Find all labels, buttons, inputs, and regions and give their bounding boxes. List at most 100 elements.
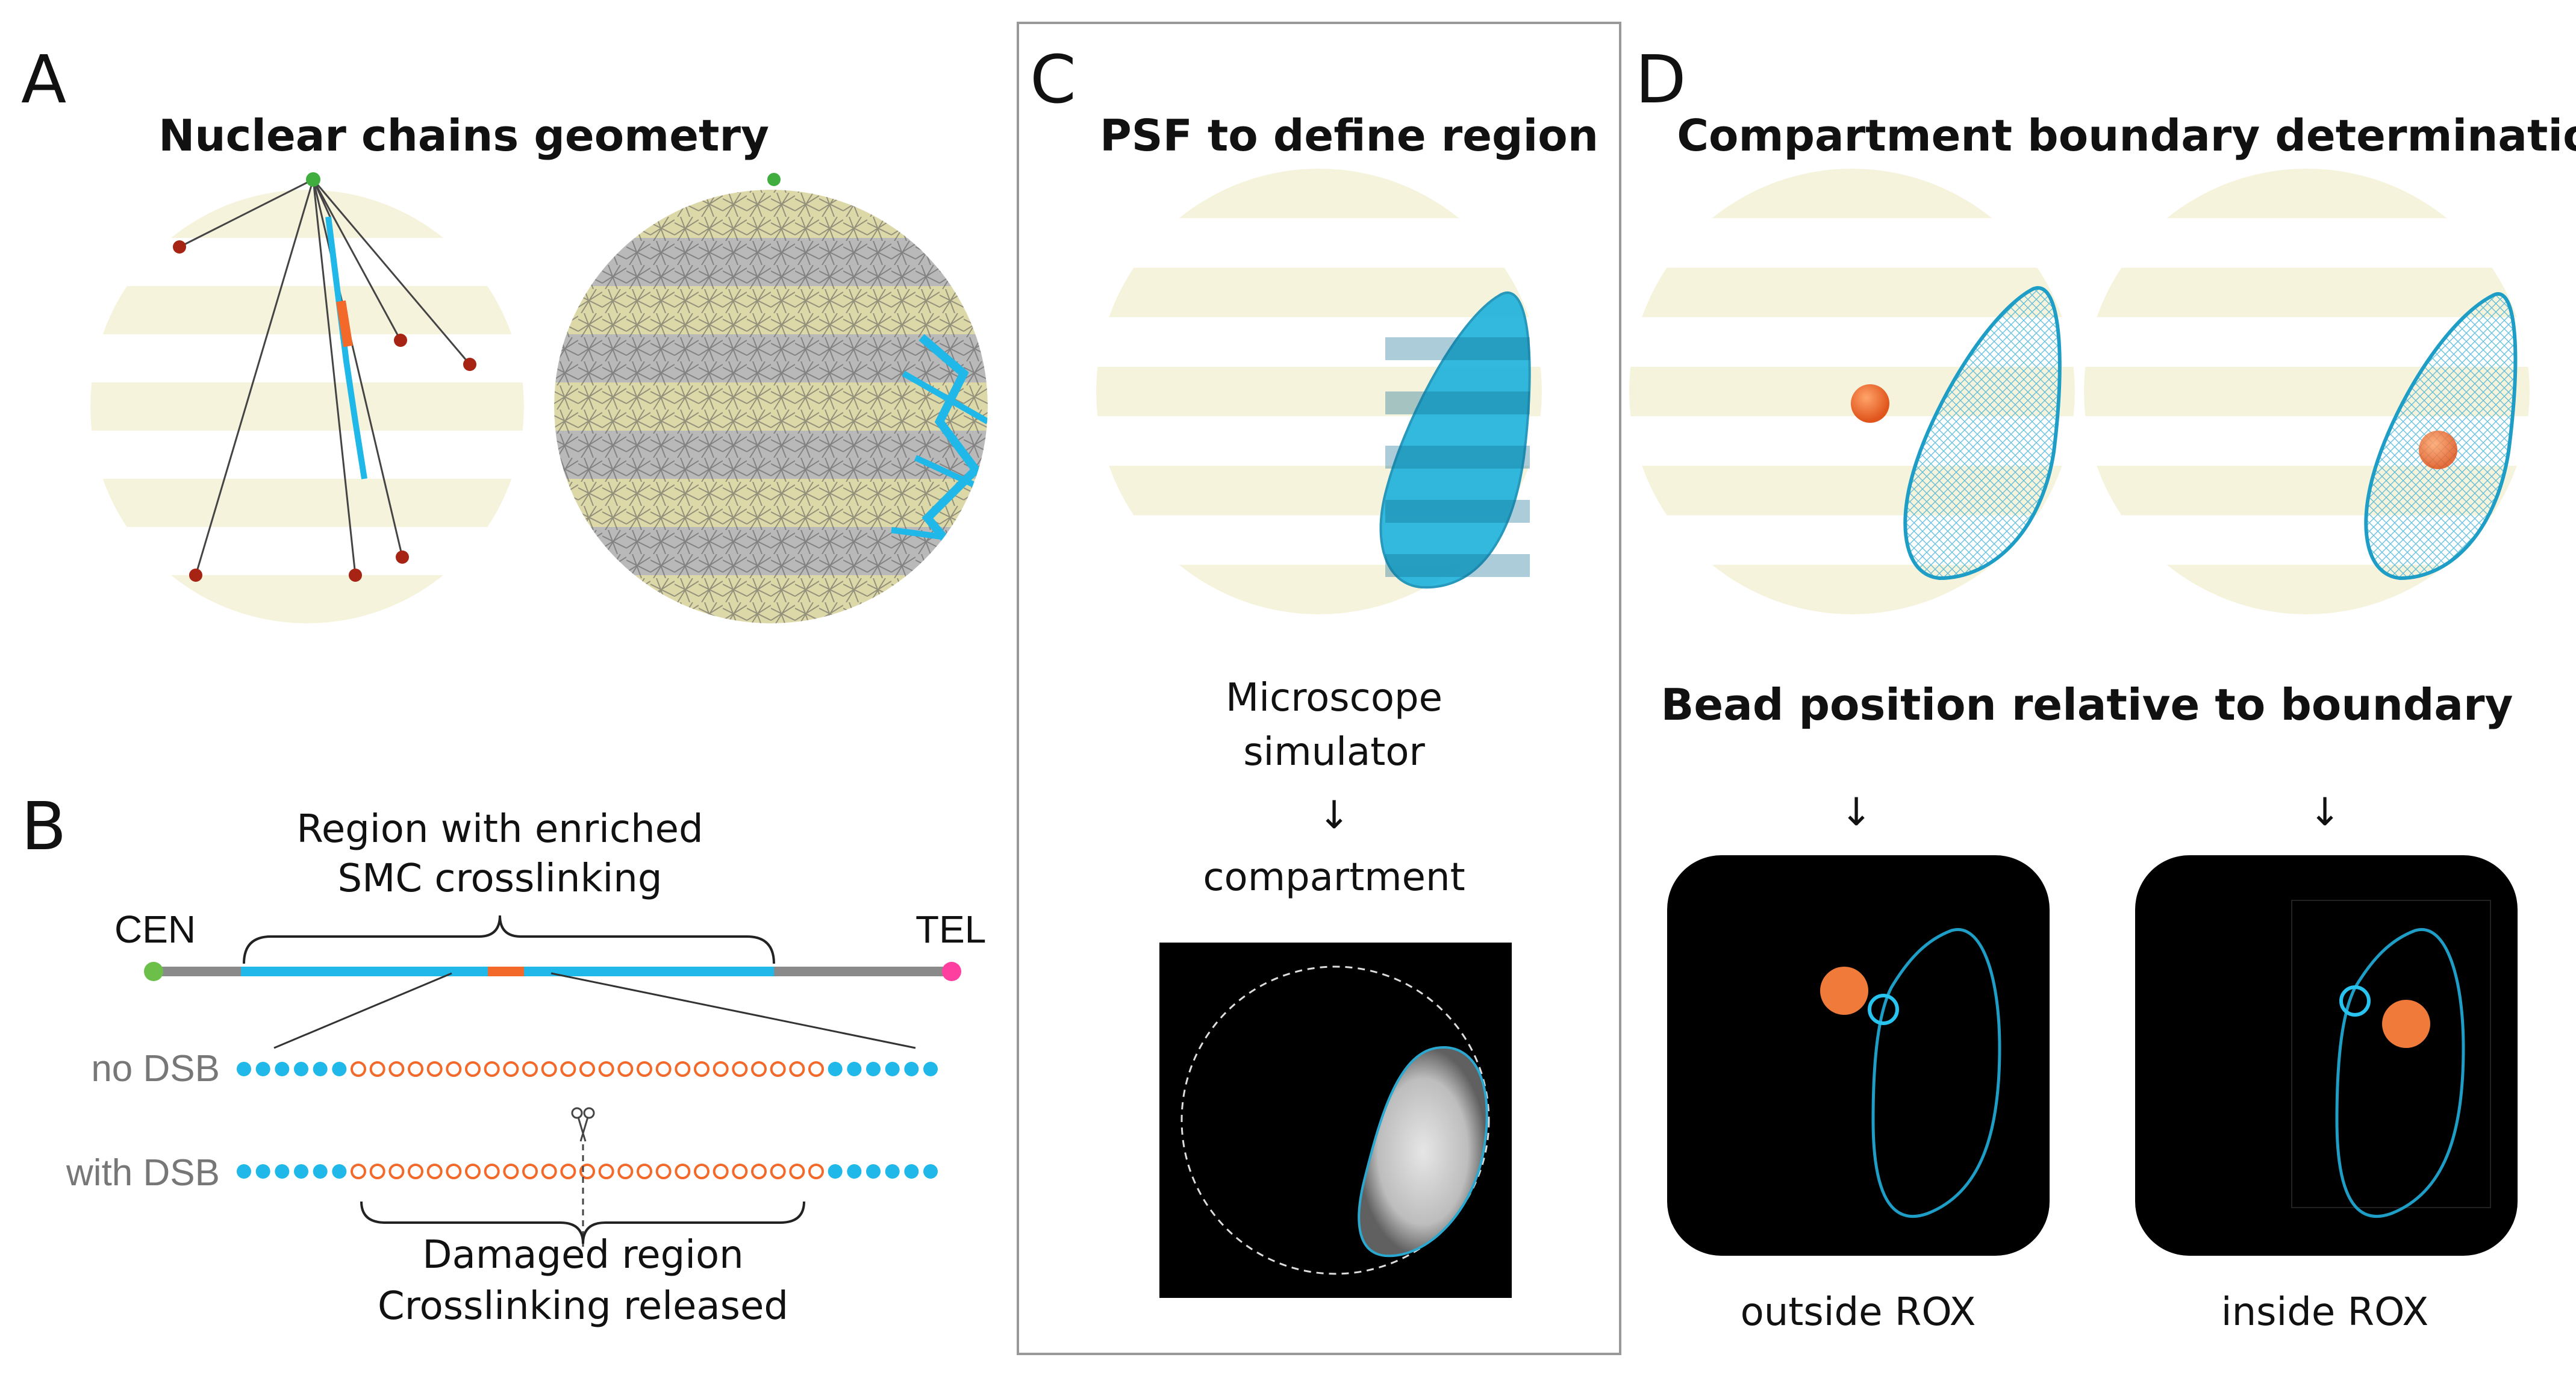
arrow-down-c: ↓ [1318,793,1350,838]
bead-damaged [579,1061,595,1077]
bead-smc [828,1062,843,1076]
panel-a-label: A [21,41,66,118]
bead-smc [904,1164,919,1179]
bead-smc [885,1062,900,1076]
microscope-label-line2: simulator [1243,730,1425,775]
sphere-band [2084,218,2530,268]
bead-damaged [560,1061,576,1077]
bead-damaged [713,1061,729,1077]
bead-damaged [637,1164,652,1179]
bead-damaged [446,1164,462,1179]
bead-damaged [503,1061,519,1077]
bead-smc [332,1164,347,1179]
bead-damaged [789,1061,805,1077]
bead-damaged [560,1164,576,1179]
boundary-marker-inside [2339,985,2371,1017]
bead-smc [294,1164,308,1179]
bead-smc [847,1062,862,1076]
bead-smc [923,1062,938,1076]
bead-smc [313,1164,328,1179]
dsb-segment [336,300,353,348]
bead-damaged [351,1164,366,1179]
psf-band [1385,337,1530,360]
centromere-bead [306,172,320,187]
bead-row-with-dsb [237,1164,938,1179]
bead-smc [847,1164,862,1179]
bead-damaged [465,1061,481,1077]
bead-smc [923,1164,938,1179]
bead-damaged [408,1061,423,1077]
scissors-icon [571,1107,595,1142]
sphere-band [90,431,524,479]
bead-smc [313,1062,328,1076]
panel-c: C PSF to define region Microscope simula… [1017,22,1621,1355]
nucleus-sphere-tangled [554,190,988,623]
psf-band [1385,500,1530,523]
bead-damaged [694,1164,709,1179]
bead-damaged [751,1164,767,1179]
panel-d-label: D [1635,41,1686,118]
bead-smc [866,1062,881,1076]
bead-damaged [503,1164,519,1179]
centromere-bead-2 [767,173,781,186]
bead-damaged [732,1061,748,1077]
psf-band [1385,391,1530,414]
bead-damaged [446,1061,462,1077]
zoom-line-left [273,972,452,1049]
bead-smc [885,1164,900,1179]
sphere-band [90,334,524,382]
zoom-line-right [550,972,916,1049]
psf-band [1385,446,1530,469]
bead-outside [1820,967,1868,1015]
inside-rox-label: inside ROX [2221,1290,2428,1335]
panel-a-title: Nuclear chains geometry [158,110,769,161]
psf-shape-shading [1385,337,1530,577]
bead-damaged [465,1164,481,1179]
panel-d-title: Compartment boundary determination [1677,110,2576,161]
bead-damaged [522,1061,538,1077]
microscope-label-line1: Microscope [1226,676,1442,720]
bead-damaged [713,1164,729,1179]
bead-smc [237,1164,251,1179]
panel-b: B Region with enriched SMC crosslinking … [21,788,986,1329]
bead-damaged [426,1061,443,1077]
bead-damaged [598,1164,614,1179]
bead-damaged [408,1164,423,1179]
boundary-outline-outside [1871,928,2001,1218]
damaged-label-line1: Damaged region [422,1233,743,1277]
bead-outside-3d [1851,384,1889,423]
smc-chain-segment [325,216,367,479]
bead-damaged [522,1164,538,1179]
bead-smc [255,1164,270,1179]
bead-smc [294,1062,308,1076]
panel-a: A Nuclear chains geometry [21,41,988,623]
panel-c-frame [1017,22,1621,1355]
bead-damaged [426,1164,443,1179]
bead-damaged [617,1164,634,1179]
panel-d: D Compartment boundary determination Bea… [1629,41,2576,1335]
image-inside-rox [2135,855,2518,1256]
bead-damaged [655,1164,672,1179]
bead-damaged [751,1061,767,1077]
bead-smc [904,1062,919,1076]
bead-damaged [541,1061,557,1077]
psf-compartment-shape [1379,292,1531,589]
panel-c-title: PSF to define region [1100,110,1598,161]
bead-smc [866,1164,881,1179]
sphere-band [1629,218,2075,268]
bead-smc [275,1062,290,1076]
bead-damaged [675,1061,691,1077]
cen-bead [144,962,163,981]
nuclear-chains [179,178,471,576]
outside-rox-label: outside ROX [1741,1290,1976,1335]
bead-damaged [732,1164,748,1179]
panel-d-subtitle: Bead position relative to boundary [1661,679,2513,730]
bead-damaged [388,1164,405,1179]
sphere-band [90,238,524,286]
region-label-line2: SMC crosslinking [338,856,663,901]
bead-damaged [541,1164,557,1179]
bead-smc [332,1062,347,1076]
panel-b-label: B [21,788,66,865]
bead-smc [828,1164,843,1179]
bead-damaged [789,1164,805,1179]
